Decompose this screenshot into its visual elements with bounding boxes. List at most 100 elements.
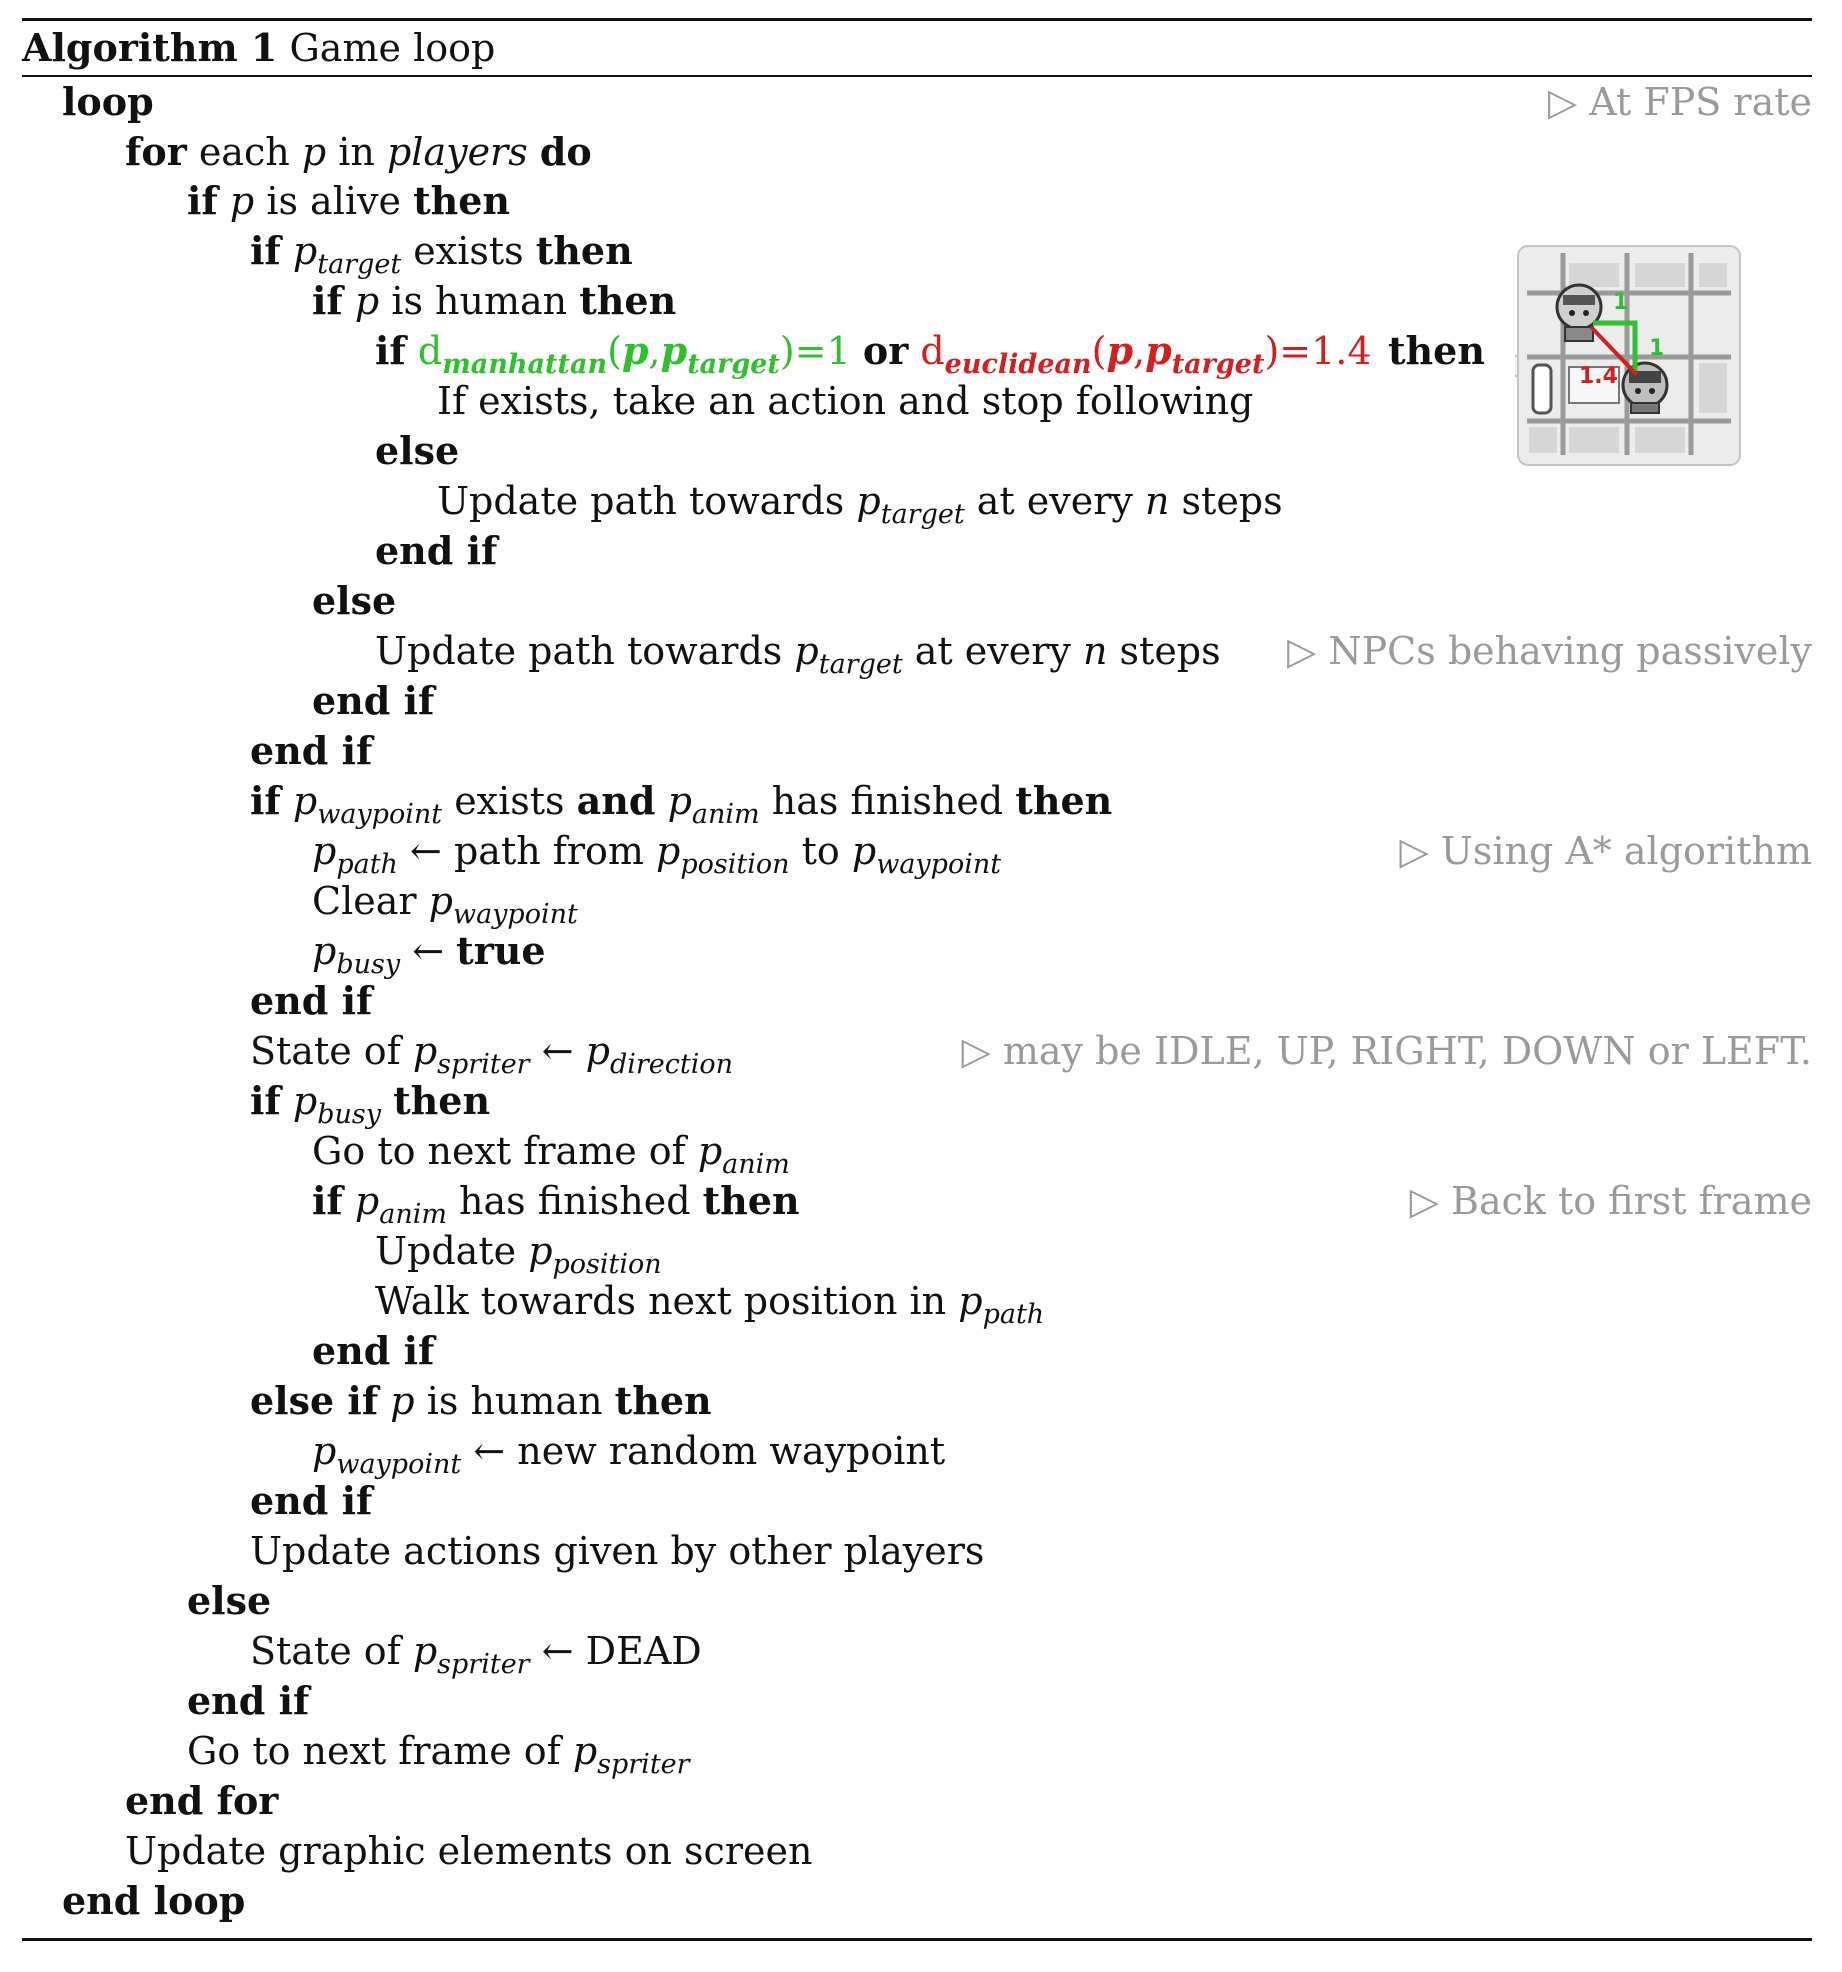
kw-end-if: end if — [250, 978, 373, 1023]
sub-waypoint: waypoint — [876, 849, 1002, 880]
line-update-position: Update pposition — [375, 1226, 662, 1280]
text-clear: Clear — [312, 879, 417, 923]
sub-position: position — [552, 1249, 662, 1280]
text-at-every: at every — [976, 479, 1133, 523]
kw-else: else — [187, 1578, 272, 1623]
var-p: p — [585, 1029, 610, 1073]
line-update-path-2: Update path towards ptarget at every n s… — [375, 626, 1221, 680]
text-each: each — [198, 130, 290, 174]
kw-then: then — [614, 1378, 712, 1423]
line-new-waypoint: pwaypoint ← new random waypoint — [312, 1426, 945, 1480]
line-state-direction: State of pspriter ← pdirection — [250, 1026, 733, 1080]
paren: ) — [1264, 329, 1280, 373]
caption-title: Game loop — [289, 26, 496, 70]
line-end-if: end if — [312, 676, 434, 726]
kw-then: then — [1388, 328, 1485, 373]
sub-path: path — [336, 849, 398, 880]
kw-or: or — [862, 328, 909, 373]
line-loop: loop — [62, 77, 154, 127]
line-end-if: end if — [250, 976, 372, 1026]
comment-first-frame: ▷ Back to first frame — [1409, 1179, 1812, 1223]
var-p: p — [292, 229, 318, 273]
top-rule — [22, 18, 1812, 21]
kw-end-if: end if — [250, 1478, 373, 1523]
kw-and: and — [576, 778, 656, 823]
kw-if: if — [250, 228, 281, 273]
var-p: p — [229, 179, 255, 223]
sub-spriter: spriter — [597, 1749, 690, 1780]
text-take-action: If exists, take an action and stop follo… — [437, 379, 1254, 423]
arrow: ← — [412, 929, 445, 973]
line-else: else — [312, 576, 396, 626]
kw-do: do — [539, 129, 592, 174]
manhattan-path — [1593, 320, 1638, 371]
line-else: else — [375, 426, 459, 476]
var-p: p — [1145, 328, 1172, 373]
distance-illustration: 1 1 1.4 — [1515, 245, 1741, 466]
var-p: p — [354, 279, 380, 323]
line-for: for each p in players do — [125, 127, 592, 177]
var-p: p — [301, 130, 327, 174]
kw-else: else — [312, 578, 397, 623]
line-if-waypoint: if pwaypoint exists and panim has finish… — [250, 776, 1113, 830]
line-clear-waypoint: Clear pwaypoint — [312, 876, 578, 930]
manhattan-label: 1 — [1613, 290, 1628, 315]
paren: ) — [779, 329, 795, 373]
line-next-frame-anim: Go to next frame of panim — [312, 1126, 790, 1180]
line-update-graphics: Update graphic elements on screen — [125, 1826, 812, 1876]
line-busy-true: pbusy ← true — [312, 926, 546, 980]
text-exists: exists — [413, 229, 524, 273]
sub-position: position — [680, 849, 790, 880]
sub-anim: anim — [691, 799, 760, 830]
var-p: p — [412, 1629, 438, 1673]
bottom-rule — [22, 1938, 1812, 1941]
kw-end-if: end if — [250, 728, 373, 773]
var-p: p — [412, 1029, 438, 1073]
kw-else-if: else if — [250, 1378, 379, 1423]
euclidean-path — [1589, 325, 1639, 377]
kw-end-if: end if — [312, 678, 435, 723]
kw-else: else — [375, 428, 460, 473]
var-p: p — [794, 629, 819, 673]
var-p: p — [428, 879, 453, 923]
manhattan-value: =1 — [794, 329, 851, 373]
kw-end-if: end if — [312, 1328, 435, 1373]
comment-astar: ▷ Using A* algorithm — [1399, 829, 1813, 873]
var-p: p — [1106, 328, 1134, 373]
sub-spriter: spriter — [437, 1049, 530, 1080]
text-is-human: is human — [426, 1379, 603, 1423]
line-end-loop: end loop — [62, 1876, 245, 1926]
text-update-actions: Update actions given by other players — [250, 1529, 985, 1573]
kw-then: then — [413, 178, 511, 223]
comma: , — [1133, 329, 1146, 373]
kw-loop: loop — [62, 79, 154, 124]
line-end-if: end if — [187, 1676, 309, 1726]
kw-then: then — [1015, 778, 1113, 823]
var-p: p — [667, 779, 692, 823]
kw-end-if: end if — [187, 1678, 310, 1723]
line-update-path-1: Update path towards ptarget at every n s… — [437, 476, 1283, 530]
paren: ( — [607, 329, 622, 373]
line-if-alive: if p is alive then — [187, 176, 510, 226]
sub-waypoint: waypoint — [452, 899, 578, 930]
comment-fps: ▷ At FPS rate — [1547, 80, 1812, 124]
sub-anim: anim — [379, 1199, 447, 1230]
text-in: in — [338, 130, 375, 174]
arrow: ← — [541, 1029, 574, 1073]
kw-end-for: end for — [125, 1778, 279, 1823]
text-update-path: Update path towards — [437, 479, 845, 523]
kw-then: then — [579, 278, 677, 323]
desk-icon — [1568, 366, 1620, 404]
text-is-human: is human — [391, 279, 568, 323]
var-p: p — [528, 1229, 553, 1273]
line-if-human: if p is human then — [312, 276, 676, 326]
text-exists: exists — [454, 779, 565, 823]
arrow: ← — [473, 1429, 506, 1473]
var-p: p — [292, 1079, 318, 1123]
kw-then: then — [702, 1178, 800, 1223]
kw-if: if — [375, 328, 406, 373]
text-state-of: State of — [250, 1029, 401, 1073]
sub-path: path — [982, 1299, 1045, 1330]
kw-if: if — [250, 778, 281, 823]
kw-true: true — [456, 928, 546, 973]
